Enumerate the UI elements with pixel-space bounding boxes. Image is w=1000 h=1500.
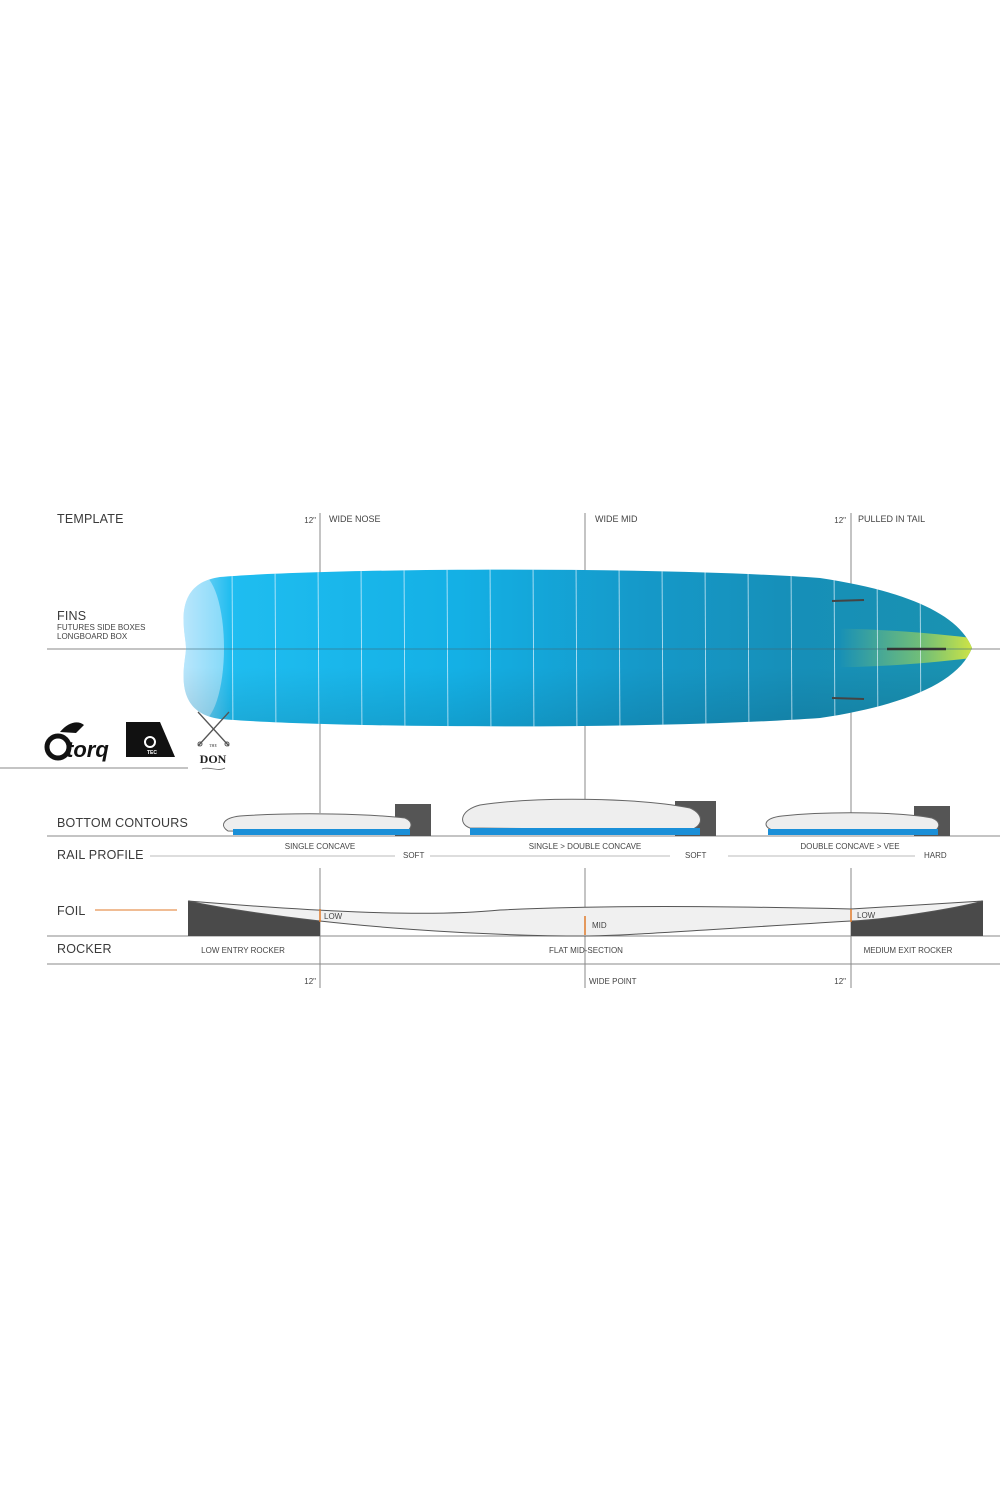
contour-shapes: [223, 798, 950, 836]
bottom-nose-measure: 12": [304, 977, 316, 986]
board-stringer-line: [661, 569, 664, 727]
board-stringer-line: [704, 569, 707, 727]
board-stringer-line: [274, 569, 277, 727]
bottom-contours-label: BOTTOM CONTOURS: [57, 816, 189, 830]
torq-logo: torq: [44, 722, 109, 762]
contour-2-rail: SOFT: [685, 851, 707, 860]
wide-mid-marker: WIDE MID: [595, 514, 638, 524]
foil-nose-mark: LOW: [324, 912, 343, 921]
contour-1-rail: SOFT: [403, 851, 425, 860]
bottom-tail-measure: 12": [834, 977, 846, 986]
rocker-entry: LOW ENTRY ROCKER: [201, 946, 285, 955]
board-stringer-line: [489, 569, 492, 727]
fins-label: FINS: [57, 609, 87, 623]
torq-logo-text: torq: [66, 737, 109, 762]
board-stringer-line: [790, 569, 793, 727]
fins-side-boxes: FUTURES SIDE BOXES: [57, 623, 146, 632]
board-stringer-line: [833, 569, 836, 727]
fins-longboard-box: LONGBOARD BOX: [57, 632, 128, 641]
the-don-small-text: THE: [209, 743, 217, 748]
foil-tail-mark: LOW: [857, 911, 876, 920]
contour-2-name: SINGLE > DOUBLE CONCAVE: [528, 842, 642, 851]
board-stringer-line: [575, 569, 578, 727]
rocker-exit: MEDIUM EXIT ROCKER: [863, 946, 953, 955]
contour-3-name: DOUBLE CONCAVE > VEE: [800, 842, 900, 851]
template-label: TEMPLATE: [57, 512, 124, 526]
tec-logo: TEC: [126, 722, 175, 757]
board-stringer-line: [446, 569, 449, 727]
the-don-logo: THE DON: [197, 711, 230, 770]
tail-measure: 12": [834, 516, 846, 525]
foil-profile: [187, 900, 984, 937]
surfboard-template: [183, 569, 972, 727]
wide-nose-marker: WIDE NOSE: [329, 514, 381, 524]
side-fin-box-bottom: [831, 697, 865, 700]
pulled-in-tail-marker: PULLED IN TAIL: [858, 514, 926, 524]
the-don-text: DON: [200, 752, 227, 766]
rocker-mid: FLAT MID-SECTION: [549, 946, 623, 955]
rail-profile-label: RAIL PROFILE: [57, 848, 144, 862]
rocker-label: ROCKER: [57, 942, 112, 956]
contour-1-name: SINGLE CONCAVE: [284, 842, 356, 851]
board-stringer-line: [317, 569, 320, 727]
nose-measure: 12": [304, 516, 316, 525]
contour-3-rail: HARD: [924, 851, 947, 860]
board-stringer-line: [403, 569, 406, 727]
tec-logo-text: TEC: [147, 750, 157, 756]
board-stringer-line: [532, 569, 535, 727]
board-stringer-line: [876, 569, 879, 727]
board-stringer-line: [618, 569, 621, 727]
wide-point-marker: WIDE POINT: [589, 977, 637, 986]
foil-mid-mark: MID: [592, 921, 607, 930]
foil-label: FOIL: [57, 904, 86, 918]
board-stringer-line: [747, 569, 750, 727]
board-stringer-line: [360, 569, 363, 727]
board-stringer-line: [231, 569, 234, 727]
side-fin-box-top: [831, 599, 865, 602]
